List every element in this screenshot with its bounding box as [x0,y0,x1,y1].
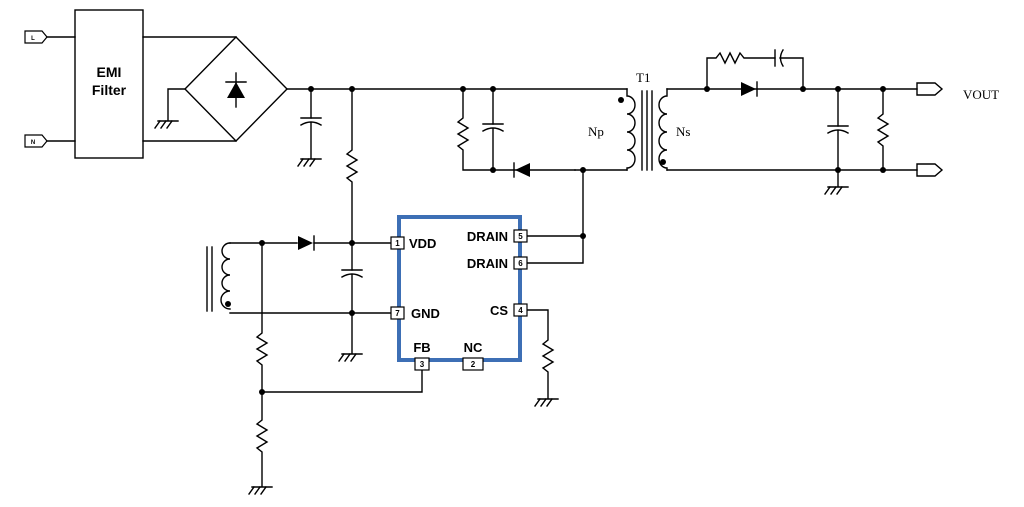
transformer-primary: Np [588,88,636,171]
output-terminal-return [916,163,944,177]
svg-text:6: 6 [518,259,523,268]
vdd-capacitor [338,242,363,362]
ground-symbol [154,120,179,129]
svg-text:1: 1 [395,239,400,248]
output-diode [741,81,758,97]
pin-2: 2 NC [462,340,484,371]
pin-3: 3 FB [413,340,431,371]
input-terminal-l: L [24,30,48,44]
output-snubber [706,49,804,90]
current-sense-resistor [527,309,559,407]
svg-text:7: 7 [395,309,400,318]
pin-3-name: FB [413,340,430,355]
emi-filter-block: EMI Filter [74,9,144,159]
auxiliary-winding [206,242,231,312]
pin-2-name: NC [464,340,483,355]
controller-ic: 1 VDD 5 DRAIN 6 DRAIN 7 GND 4 CS 3 FB [390,215,528,371]
transformer-core: T1 [636,70,653,171]
svg-text:2: 2 [471,360,476,369]
transformer-name: T1 [636,70,650,85]
pin-4: 4 CS [490,303,528,318]
emi-filter-label-line1: EMI [97,64,122,80]
output-resistor [876,88,890,171]
svg-text:3: 3 [420,360,425,369]
feedback-divider [248,242,273,495]
pin-1: 1 VDD [390,236,436,251]
bulk-capacitor [297,88,322,167]
pin-6-name: DRAIN [467,256,508,271]
svg-text:5: 5 [518,232,523,241]
pin-7-name: GND [411,306,440,321]
primary-snubber [456,88,628,178]
svg-text:4: 4 [518,306,523,315]
primary-winding-label: Np [588,124,604,139]
vout-label: VOUT [963,87,999,102]
emi-filter-label-line2: Filter [92,82,127,98]
input-terminal-n: N [24,134,48,148]
startup-resistor [345,88,359,244]
input-terminal-n-label: N [31,140,35,146]
output-capacitor [824,88,849,195]
output-terminal-positive [916,82,944,96]
bridge-rectifier [154,36,288,142]
input-terminal-l-label: L [31,36,35,42]
secondary-winding-label: Ns [676,124,690,139]
pin-7: 7 GND [390,306,440,321]
pin-4-name: CS [490,303,508,318]
pin-5: 5 DRAIN [467,229,528,244]
vdd-diode [298,235,315,251]
transformer-secondary: Ns [658,88,690,171]
pin-1-name: VDD [409,236,436,251]
pin-6: 6 DRAIN [467,256,528,271]
pin-5-name: DRAIN [467,229,508,244]
